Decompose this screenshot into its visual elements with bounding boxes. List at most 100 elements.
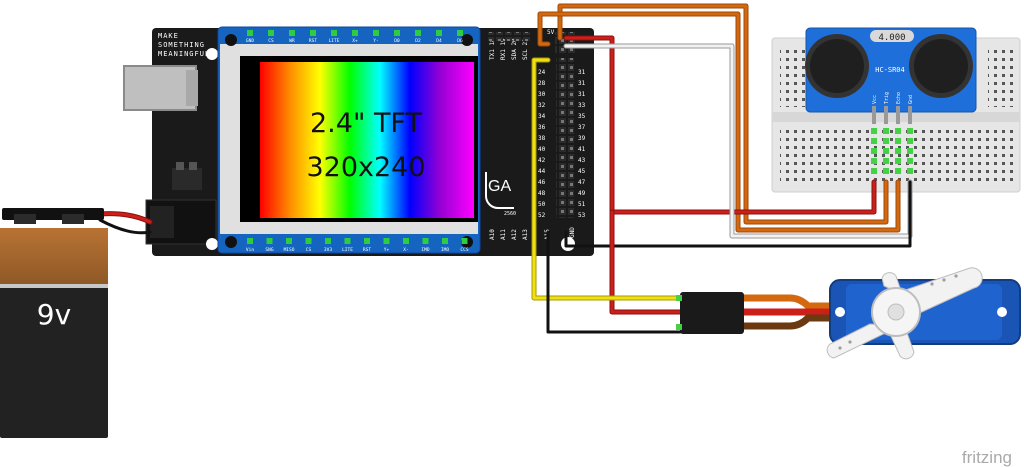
tft-shield: 2.4" TFT 320x240 GND CS WR RST LITE X+ Y- D0 D2 D… <box>217 26 481 254</box>
pin-label: SCL 21 <box>522 38 529 60</box>
tft-pin-pad <box>268 30 274 36</box>
tft-pin-label: WR <box>289 38 295 44</box>
tft-pin-label: D6 <box>457 38 463 44</box>
sensor-pin-label: Trig <box>884 92 890 104</box>
servo-horn-icon <box>826 267 983 360</box>
header-row-number: 50 <box>538 201 546 208</box>
header-5v-label: 5V <box>547 29 555 36</box>
tft-pin-label: SNG <box>265 247 273 253</box>
header-row-number: 33 <box>578 102 586 109</box>
tft-pin-label: RST <box>309 38 317 44</box>
pin-label: A12 <box>511 229 518 240</box>
header-row-number: 43 <box>578 157 586 164</box>
tft-pin-pad <box>394 30 400 36</box>
header-row-number: 52 <box>538 212 546 219</box>
tft-pin-label: Y+ <box>384 247 390 253</box>
board-silk-meaningful: MEANINGFUL <box>158 50 210 58</box>
tft-pin-label: GND <box>246 38 254 44</box>
header-row-number: 51 <box>578 201 586 208</box>
pin-label: SDA 20 <box>511 38 518 60</box>
tft-pin-label: CCS <box>460 247 468 253</box>
servo-motor <box>676 267 1021 360</box>
tft-pin-label: IMD <box>421 247 429 253</box>
pin-label: A11 <box>500 229 507 240</box>
pin-label: A10 <box>489 229 496 240</box>
sensor-pin-label: Vcc <box>872 95 878 104</box>
tft-resolution: 320x240 <box>306 152 425 183</box>
header-row-number: 41 <box>578 146 586 153</box>
header-row-number: 39 <box>578 135 586 142</box>
tft-pin-label: X- <box>403 247 408 253</box>
wire-battery-black <box>98 218 152 235</box>
header-row-number: 34 <box>538 113 546 120</box>
board-silk-something: SOMETHING <box>158 41 205 49</box>
header-row-number: 47 <box>578 179 586 186</box>
pin-label: A13 <box>522 229 529 240</box>
board-logo: GA <box>488 178 511 195</box>
tft-pin-pad <box>461 238 468 244</box>
header-row-number: 38 <box>538 135 546 142</box>
header-row-number: 31 <box>578 80 586 87</box>
sensor-pin-label: Echo <box>896 92 902 104</box>
tft-pin-label: 3V3 <box>324 247 332 253</box>
tft-title: 2.4" TFT <box>310 108 422 139</box>
header-row-number: 31 <box>578 91 586 98</box>
pin-label: RX1 19 <box>500 38 507 60</box>
header-row-number: 36 <box>538 124 546 131</box>
tft-pin-label: CS <box>268 38 274 44</box>
barrel-jack-icon <box>145 199 217 245</box>
header-row-number: 49 <box>578 190 586 197</box>
header-row-number: 46 <box>538 179 546 186</box>
tft-pin-pad <box>310 30 316 36</box>
tft-pin-pad <box>286 238 292 244</box>
tft-pin-pad <box>436 30 442 36</box>
digital-pin-header <box>556 58 574 218</box>
tft-pin-label: Y- <box>373 38 378 44</box>
header-row-number: 28 <box>538 80 546 87</box>
header-row-number: 44 <box>538 168 546 175</box>
header-row-number: 30 <box>538 91 546 98</box>
board-top-pin-labels: TX1 18 RX1 19 SDA 20 SCL 21 <box>489 38 529 60</box>
servo-connector <box>680 292 744 334</box>
battery-label: 9v <box>37 298 71 331</box>
sensor-pin-label: Gnd <box>908 95 914 104</box>
board-silk-make: MAKE <box>158 32 179 40</box>
tft-rainbow-display <box>260 62 474 218</box>
tft-pin-pad <box>325 238 331 244</box>
pin-label: TX1 18 <box>489 38 496 60</box>
tft-pin-pad <box>352 30 358 36</box>
battery-9v: 9v <box>0 208 108 438</box>
header-row-number: 37 <box>578 124 586 131</box>
sensor-model: HC-SR04 <box>875 66 905 74</box>
tft-pin-label: CS <box>306 247 312 253</box>
header-row-number: 31 <box>578 69 586 76</box>
tft-pin-label: LITE <box>329 38 340 44</box>
tft-pin-pad <box>344 238 351 244</box>
tft-pin-label: X+ <box>352 38 358 44</box>
board-model: 2560 <box>504 211 516 217</box>
header-row-number: 35 <box>578 113 586 120</box>
fritzing-watermark: fritzing <box>962 448 1012 467</box>
tft-pin-pad <box>331 30 337 36</box>
header-row-number: 48 <box>538 190 546 197</box>
tft-pin-pad <box>305 238 312 244</box>
tft-pin-pad <box>247 30 253 36</box>
tft-pin-pad <box>403 238 409 244</box>
tft-pin-pad <box>266 238 273 244</box>
header-row-number: 32 <box>538 102 546 109</box>
wire-black-servo <box>546 230 682 334</box>
gnd-label: GND <box>569 227 576 238</box>
tft-pin-label: LITE <box>342 247 353 253</box>
wires <box>97 3 913 334</box>
tft-pin-pad <box>247 238 253 244</box>
usb-connector-icon <box>123 65 197 111</box>
tft-pin-label: Vin <box>246 247 254 253</box>
ultrasonic-transducer-icon <box>805 34 973 98</box>
tft-pin-label: D0 <box>394 38 400 44</box>
tft-pin-label: D2 <box>415 38 421 44</box>
tft-pin-label: RST <box>363 247 371 253</box>
